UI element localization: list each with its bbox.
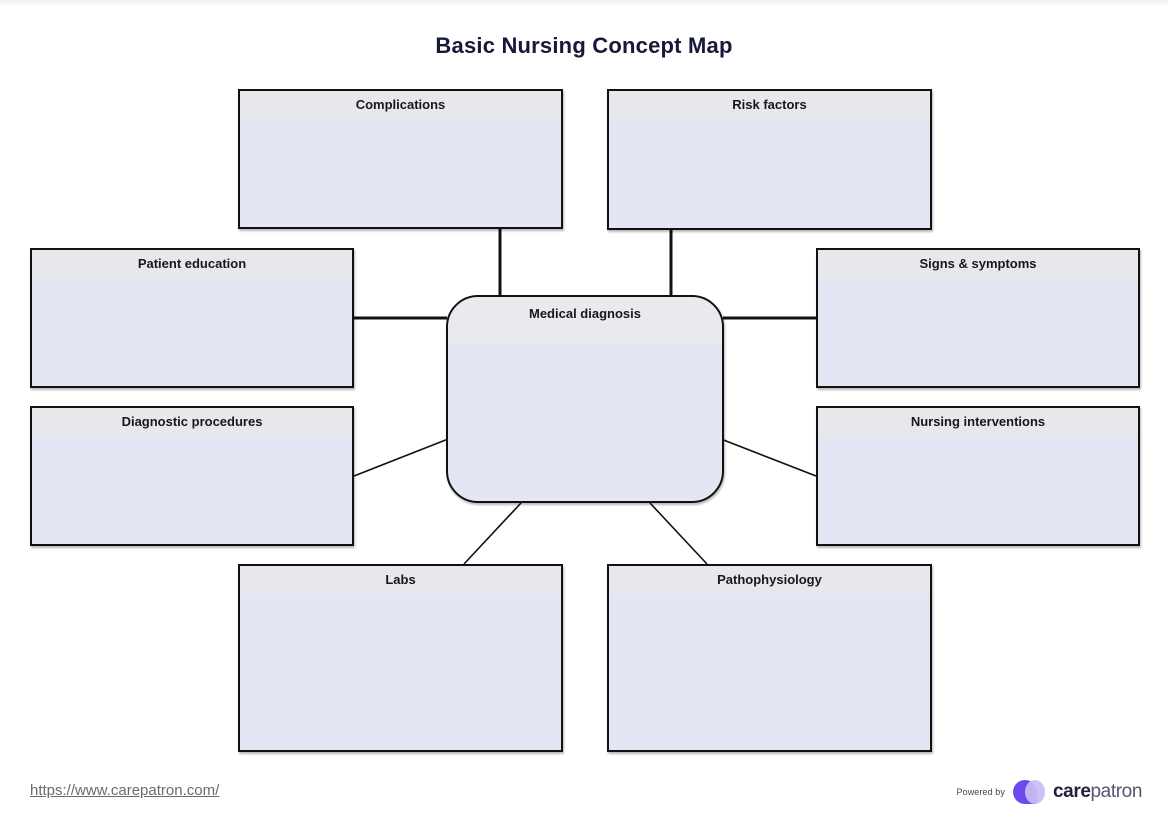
connector-pathophysiology <box>649 502 708 565</box>
node-nursing-interventions[interactable]: Nursing interventions <box>816 406 1140 546</box>
node-medical-diagnosis-header-fill <box>448 297 722 343</box>
node-risk-factors[interactable]: Risk factors <box>607 89 932 230</box>
node-risk-factors-content[interactable] <box>609 119 930 228</box>
node-complications-content[interactable] <box>240 119 561 227</box>
node-patient-education-label: Patient education <box>32 250 352 278</box>
node-medical-diagnosis-content[interactable] <box>456 343 714 493</box>
carepatron-logo-icon <box>1013 780 1046 804</box>
node-nursing-interventions-content[interactable] <box>818 436 1138 544</box>
node-medical-diagnosis[interactable]: Medical diagnosis <box>446 295 724 503</box>
node-pathophysiology-label: Pathophysiology <box>609 566 930 594</box>
node-complications-label: Complications <box>240 91 561 119</box>
node-labs-content[interactable] <box>240 594 561 750</box>
node-diagnostic-procedures-content[interactable] <box>32 436 352 544</box>
node-patient-education-content[interactable] <box>32 278 352 386</box>
connector-labs <box>463 502 522 565</box>
wordmark-care: care <box>1053 781 1091 802</box>
node-labs[interactable]: Labs <box>238 564 563 752</box>
node-nursing-interventions-label: Nursing interventions <box>818 408 1138 436</box>
logo-circle-shape <box>1025 780 1046 804</box>
node-pathophysiology[interactable]: Pathophysiology <box>607 564 932 752</box>
node-pathophysiology-content[interactable] <box>609 594 930 750</box>
page-title: Basic Nursing Concept Map <box>435 33 733 58</box>
powered-by-label: Powered by <box>956 787 1006 797</box>
node-diagnostic-procedures[interactable]: Diagnostic procedures <box>30 406 354 546</box>
wordmark-patron: patron <box>1090 781 1143 802</box>
node-risk-factors-label: Risk factors <box>609 91 930 119</box>
carepatron-branding: Powered by carepatron <box>956 780 1142 804</box>
node-signs-symptoms[interactable]: Signs & symptoms <box>816 248 1140 388</box>
node-diagnostic-procedures-label: Diagnostic procedures <box>32 408 352 436</box>
node-patient-education[interactable]: Patient education <box>30 248 354 388</box>
top-divider-band <box>0 0 1168 6</box>
node-signs-symptoms-label: Signs & symptoms <box>818 250 1138 278</box>
node-complications[interactable]: Complications <box>238 89 563 229</box>
carepatron-wordmark: carepatron <box>1053 781 1142 803</box>
carepatron-url-link[interactable]: https://www.carepatron.com/ <box>30 782 220 799</box>
node-labs-label: Labs <box>240 566 561 594</box>
node-medical-diagnosis-label: Medical diagnosis <box>529 306 641 321</box>
node-signs-symptoms-content[interactable] <box>818 278 1138 386</box>
